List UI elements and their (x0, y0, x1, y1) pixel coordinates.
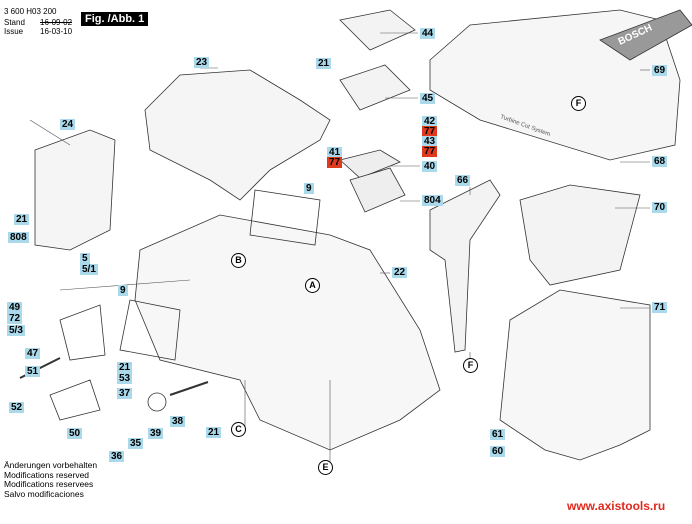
part-label-35[interactable]: 35 (128, 438, 144, 449)
part-label-5[interactable]: 5 (80, 253, 90, 264)
part-label-804[interactable]: 804 (422, 195, 443, 206)
part-label-21[interactable]: 21 (316, 58, 332, 69)
part-label-42[interactable]: 42 (422, 116, 438, 127)
part-number: 3 600 H03 200 (4, 7, 57, 16)
wheel-39 (147, 392, 167, 412)
part-label-808[interactable]: 808 (8, 232, 29, 243)
issue-date: 16-03-10 (40, 27, 73, 36)
part-label-47[interactable]: 47 (25, 348, 41, 359)
part-label-21[interactable]: 21 (117, 362, 133, 373)
footer-line-en: Modifications reserved (4, 469, 90, 480)
part-label-72[interactable]: 72 (7, 313, 23, 324)
footer-notes: Änderungen vorbehalten Modifications res… (4, 460, 98, 499)
basket-70 (519, 184, 641, 286)
bracket-47 (59, 304, 106, 361)
view-marker-f: F (463, 358, 478, 373)
plate-45 (339, 64, 411, 111)
main-body (134, 214, 441, 451)
label-sheet-9a (249, 189, 321, 246)
stand-71 (499, 289, 651, 461)
footer-line-es: Salvo modificaciones (4, 488, 84, 499)
view-marker-c: C (231, 422, 246, 437)
part-label-43[interactable]: 43 (422, 136, 438, 147)
part-label-39[interactable]: 39 (148, 428, 164, 439)
part-label-40[interactable]: 40 (422, 161, 438, 172)
part-label-37[interactable]: 37 (117, 388, 133, 399)
part-label-77[interactable]: 77 (327, 157, 343, 168)
part-label-51[interactable]: 51 (25, 366, 41, 377)
part-label-21[interactable]: 21 (206, 427, 222, 438)
label-sheet-9b (119, 299, 181, 361)
part-label-52[interactable]: 52 (9, 402, 25, 413)
footer-line-fr: Modifications reservees (4, 479, 94, 489)
part-label-23[interactable]: 23 (194, 57, 210, 68)
website-link[interactable]: www.axistools.ru (567, 499, 666, 513)
upper-shell-23 (144, 69, 331, 201)
part-label-5-3[interactable]: 5/3 (7, 325, 25, 336)
part-label-61[interactable]: 61 (490, 429, 506, 440)
view-marker-f: F (571, 96, 586, 111)
issue-label: Issue (4, 27, 24, 36)
bracket-50 (49, 379, 101, 421)
part-label-9[interactable]: 9 (304, 183, 314, 194)
side-cover-24 (34, 129, 116, 251)
switch-40 (339, 149, 401, 179)
part-label-21[interactable]: 21 (14, 214, 30, 225)
view-marker-e: E (318, 460, 333, 475)
board-804 (349, 167, 406, 213)
part-label-41[interactable]: 41 (327, 147, 343, 158)
part-label-24[interactable]: 24 (60, 119, 76, 130)
view-marker-a: A (305, 278, 320, 293)
stand-label: Stand (4, 18, 25, 27)
part-label-50[interactable]: 50 (67, 428, 83, 439)
part-label-60[interactable]: 60 (490, 446, 506, 457)
handle-66 (429, 179, 501, 353)
part-label-5-1[interactable]: 5/1 (80, 264, 98, 275)
footer-line-de: Änderungen vorbehalten (4, 460, 98, 470)
part-label-22[interactable]: 22 (392, 267, 408, 278)
part-label-49[interactable]: 49 (7, 302, 23, 313)
figure-badge: Fig. /Abb. 1 (81, 12, 149, 26)
axle-38 (169, 381, 209, 396)
part-label-45[interactable]: 45 (420, 93, 436, 104)
part-label-71[interactable]: 71 (652, 302, 668, 313)
part-label-77[interactable]: 77 (422, 146, 438, 157)
stand-date: 16-09-02 (40, 18, 73, 27)
part-label-9[interactable]: 9 (118, 285, 128, 296)
view-marker-b: B (231, 253, 246, 268)
part-label-66[interactable]: 66 (455, 175, 471, 186)
plate-44 (339, 9, 416, 51)
part-label-69[interactable]: 69 (652, 65, 668, 76)
part-label-53[interactable]: 53 (117, 373, 133, 384)
part-label-44[interactable]: 44 (420, 28, 436, 39)
part-label-70[interactable]: 70 (652, 202, 668, 213)
part-label-77[interactable]: 77 (422, 126, 438, 137)
part-label-38[interactable]: 38 (170, 416, 186, 427)
part-label-68[interactable]: 68 (652, 156, 668, 167)
part-label-36[interactable]: 36 (109, 451, 125, 462)
